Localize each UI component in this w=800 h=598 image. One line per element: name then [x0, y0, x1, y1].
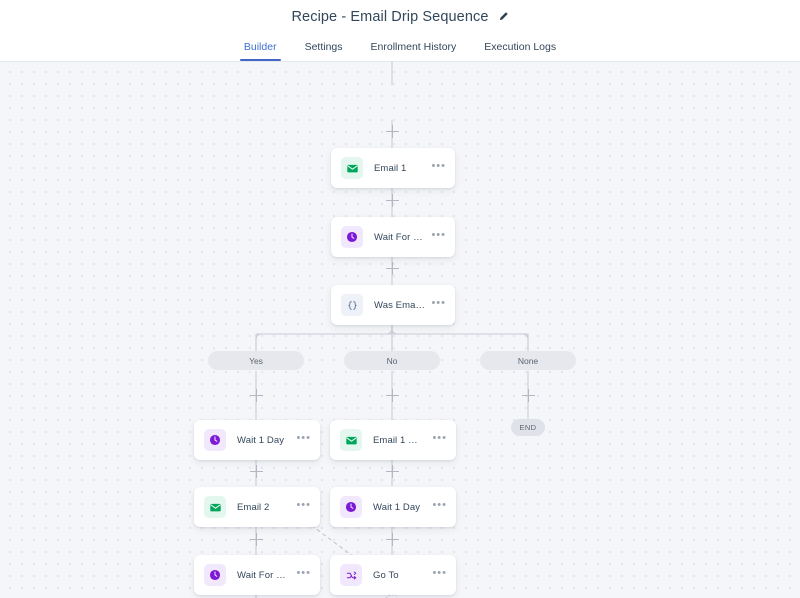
- email-icon: [341, 157, 363, 179]
- workflow-canvas[interactable]: Email 1 ••• Wait For Open (or 1 day) •••: [0, 62, 800, 598]
- tab-settings[interactable]: Settings: [291, 33, 357, 61]
- node-label: Wait 1 Day: [237, 434, 285, 446]
- node-wait-open-2[interactable]: Wait For Open (or 1 day) •••: [194, 555, 320, 595]
- clock-icon: [340, 496, 362, 518]
- node-email-2[interactable]: Email 2 •••: [194, 487, 320, 527]
- add-step-plus-top[interactable]: [386, 125, 399, 138]
- tab-builder-label: Builder: [243, 41, 277, 53]
- email-icon: [340, 429, 362, 451]
- add-step-plus-1[interactable]: [386, 194, 399, 207]
- branch-label-text: Yes: [249, 355, 263, 366]
- tab-settings-label: Settings: [304, 41, 343, 53]
- node-wait-1-day-yes[interactable]: Wait 1 Day •••: [194, 420, 320, 460]
- tab-enrollment-history-label: Enrollment History: [370, 41, 457, 53]
- tab-bar: Builder Settings Enrollment History Exec…: [0, 33, 800, 62]
- node-label: Wait For Open (or 1 day): [374, 231, 426, 243]
- title-bar: Recipe - Email Drip Sequence: [0, 0, 800, 33]
- branch-label-no[interactable]: No: [344, 351, 440, 370]
- node-label: Wait For Open (or 1 day): [237, 569, 290, 581]
- tab-execution-logs-label: Execution Logs: [484, 41, 557, 53]
- add-step-plus-yes-2[interactable]: [250, 465, 263, 478]
- tab-enrollment-history[interactable]: Enrollment History: [357, 33, 471, 61]
- tab-builder[interactable]: Builder: [230, 33, 291, 61]
- clock-icon: [204, 564, 226, 586]
- add-step-plus-2[interactable]: [386, 262, 399, 275]
- tab-execution-logs[interactable]: Execution Logs: [470, 33, 570, 61]
- goto-icon: [340, 564, 362, 586]
- node-label: Email 1: [374, 162, 407, 174]
- node-menu-button[interactable]: •••: [296, 431, 311, 444]
- branch-label-none[interactable]: None: [480, 351, 576, 370]
- add-step-plus-none-1[interactable]: [522, 389, 535, 402]
- add-step-plus-no-3[interactable]: [386, 533, 399, 546]
- node-menu-button[interactable]: •••: [432, 498, 447, 511]
- node-menu-button[interactable]: •••: [431, 159, 446, 172]
- clock-icon: [341, 226, 363, 248]
- pencil-icon[interactable]: [498, 11, 509, 22]
- add-step-plus-yes-3[interactable]: [250, 533, 263, 546]
- branch-label-yes[interactable]: Yes: [208, 351, 304, 370]
- email-icon: [204, 496, 226, 518]
- node-label: Was Email 1 Opened?: [374, 299, 425, 311]
- add-step-plus-yes-1[interactable]: [250, 389, 263, 402]
- node-email-new-subject[interactable]: Email 1 With New Subject •••: [330, 420, 456, 460]
- branch-label-text: None: [517, 355, 539, 366]
- workflow-graph: Email 1 ••• Wait For Open (or 1 day) •••: [0, 62, 800, 598]
- braces-icon: [341, 294, 363, 316]
- node-label: Email 2: [237, 501, 270, 513]
- goto-target-marker: [386, 593, 398, 598]
- node-menu-button[interactable]: •••: [296, 498, 311, 511]
- node-label: Go To: [373, 569, 399, 581]
- node-menu-button[interactable]: •••: [432, 431, 447, 444]
- end-label: END: [519, 423, 537, 432]
- node-menu-button[interactable]: •••: [431, 296, 446, 309]
- add-step-plus-no-1[interactable]: [386, 389, 399, 402]
- add-step-plus-no-2[interactable]: [386, 465, 399, 478]
- node-wait-1-day-no[interactable]: Wait 1 Day •••: [330, 487, 456, 527]
- branch-label-text: No: [386, 355, 398, 366]
- page-title: Recipe - Email Drip Sequence: [291, 8, 489, 25]
- node-go-to[interactable]: Go To •••: [330, 555, 456, 595]
- node-menu-button[interactable]: •••: [431, 228, 446, 241]
- node-label: Wait 1 Day: [373, 501, 421, 513]
- node-branch-1[interactable]: Was Email 1 Opened? •••: [331, 285, 455, 325]
- node-wait-open-1[interactable]: Wait For Open (or 1 day) •••: [331, 217, 455, 257]
- node-label: Email 1 With New Subject: [373, 434, 427, 446]
- node-email-1[interactable]: Email 1 •••: [331, 148, 455, 188]
- end-node: END: [511, 419, 545, 436]
- clock-icon: [204, 429, 226, 451]
- node-menu-button[interactable]: •••: [296, 566, 311, 579]
- node-menu-button[interactable]: •••: [432, 566, 447, 579]
